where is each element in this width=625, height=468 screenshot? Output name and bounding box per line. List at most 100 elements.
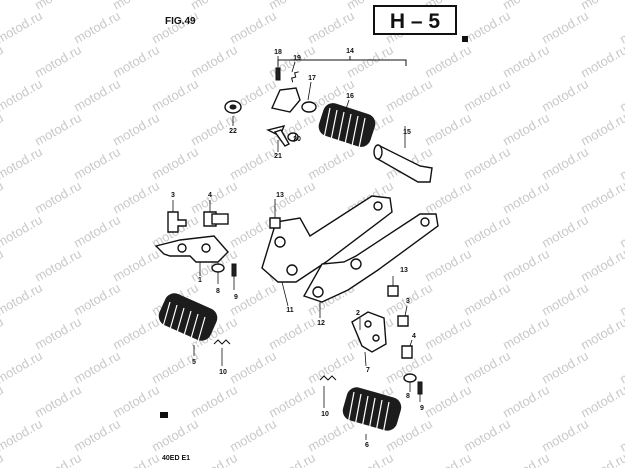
callout-13-right: 13 (400, 267, 408, 274)
callout-7: 7 (366, 367, 370, 374)
watermark-text: motod.ru (422, 450, 474, 468)
watermark-text: motod.ru (578, 110, 625, 149)
spring-10-right (319, 375, 337, 381)
callout-numbers: 14 18 19 17 16 15 22 21 20 3 4 13 1 8 9 … (171, 48, 424, 449)
watermark-text: motod.ru (71, 416, 123, 455)
watermark-text: motod.ru (461, 144, 513, 183)
watermark-text: motod.ru (266, 314, 318, 353)
watermark-text: motod.ru (578, 0, 625, 13)
watermark-text: motod.ru (539, 144, 591, 183)
watermark-text: motod.ru (500, 178, 552, 217)
watermark-text: motod.ru (500, 382, 552, 421)
watermark-text: motod.ru (0, 42, 6, 81)
watermark-text: motod.ru (305, 348, 357, 387)
callout-5: 5 (192, 359, 196, 366)
callout-22: 22 (229, 128, 237, 135)
watermark-text: motod.ru (0, 348, 45, 387)
watermark-text: motod.ru (32, 178, 84, 217)
callout-9-right: 9 (420, 405, 424, 412)
watermark-text: motod.ru (266, 450, 318, 468)
watermark-text: motod.ru (71, 144, 123, 183)
watermark-text: motod.ru (227, 348, 279, 387)
watermark-text: motod.ru (149, 416, 201, 455)
watermark-text: motod.ru (578, 450, 625, 468)
watermark-text: motod.ru (0, 8, 45, 47)
step-bracket-2 (351, 311, 387, 353)
watermark-text: motod.ru (500, 42, 552, 81)
callout-10-right: 10 (321, 411, 329, 418)
watermark-text: motod.ru (227, 144, 279, 183)
watermark-text: motod.ru (110, 42, 162, 81)
watermark-text: motod.ru (305, 144, 357, 183)
callout-9-left: 9 (234, 294, 238, 301)
watermark-text: motod.ru (0, 178, 6, 217)
callout-6: 6 (365, 442, 369, 449)
washer-8-left (211, 263, 225, 273)
watermark-text: motod.ru (32, 42, 84, 81)
watermark-text: motod.ru (110, 382, 162, 421)
callout-10-left: 10 (219, 369, 227, 376)
figure-title: FIG.49 (165, 16, 196, 27)
watermark-text: motod.ru (0, 0, 6, 13)
watermark-text: motod.ru (32, 382, 84, 421)
watermark-text: motod.ru (266, 0, 318, 13)
page-corner-mark (462, 36, 468, 42)
watermark-text: motod.ru (461, 348, 513, 387)
watermark-text: motod.ru (0, 110, 6, 149)
step-rubber-5 (158, 293, 218, 346)
watermark-text: motod.ru (0, 416, 45, 455)
washer-8-right (403, 373, 417, 383)
callout-3-left: 3 (171, 192, 175, 199)
pin-18 (275, 67, 281, 81)
watermark-text: motod.ru (71, 8, 123, 47)
footer-code: 40ED E1 (162, 455, 190, 462)
watermark-text: motod.ru (71, 348, 123, 387)
watermark-text: motod.ru (188, 450, 240, 468)
bolt-4-right (401, 345, 413, 359)
bolt-3-right (397, 315, 409, 327)
watermark-text: motod.ru (617, 416, 625, 455)
watermark-text: motod.ru (617, 144, 625, 183)
bolt-13-right (387, 285, 399, 297)
watermark-text: motod.ru (578, 382, 625, 421)
watermark-text: motod.ru (461, 8, 513, 47)
footrest-bracket-12 (302, 213, 439, 303)
watermark-text: motod.ru (500, 0, 552, 13)
watermark-text: motod.ru (305, 8, 357, 47)
watermark-text: motod.ru (344, 450, 396, 468)
watermark-text: motod.ru (149, 8, 201, 47)
watermark-text: motod.ru (539, 280, 591, 319)
watermark-text: motod.ru (0, 144, 45, 183)
watermark-text: motod.ru (110, 246, 162, 285)
watermark-text: motod.ru (32, 450, 84, 468)
callout-11: 11 (286, 307, 294, 314)
watermark-text: motod.ru (617, 76, 625, 115)
watermark-text: motod.ru (71, 76, 123, 115)
callout-18: 18 (274, 49, 282, 56)
watermark-text: motod.ru (539, 8, 591, 47)
watermark-text: motod.ru (422, 178, 474, 217)
callout-13-top: 13 (276, 192, 284, 199)
callout-15: 15 (403, 129, 411, 136)
watermark-text: motod.ru (0, 314, 6, 353)
watermark-text: motod.ru (461, 76, 513, 115)
watermark-text: motod.ru (617, 212, 625, 251)
watermark-text: motod.ru (539, 212, 591, 251)
callout-2: 2 (356, 310, 360, 317)
watermark-text: motod.ru (32, 110, 84, 149)
watermark-text: motod.ru (500, 246, 552, 285)
watermark-text: motod.ru (539, 348, 591, 387)
spring-19 (291, 71, 299, 83)
callout-17: 17 (308, 75, 316, 82)
watermark-text: motod.ru (227, 8, 279, 47)
left-step-assembly (154, 211, 237, 346)
watermark-text: motod.ru (461, 280, 513, 319)
callout-8-right: 8 (406, 393, 410, 400)
watermark-text: motod.ru (0, 212, 45, 251)
callout-3-right: 3 (406, 298, 410, 305)
callout-4-left: 4 (208, 192, 212, 199)
watermark-text: motod.ru (32, 246, 84, 285)
leader-lines (172, 56, 421, 440)
